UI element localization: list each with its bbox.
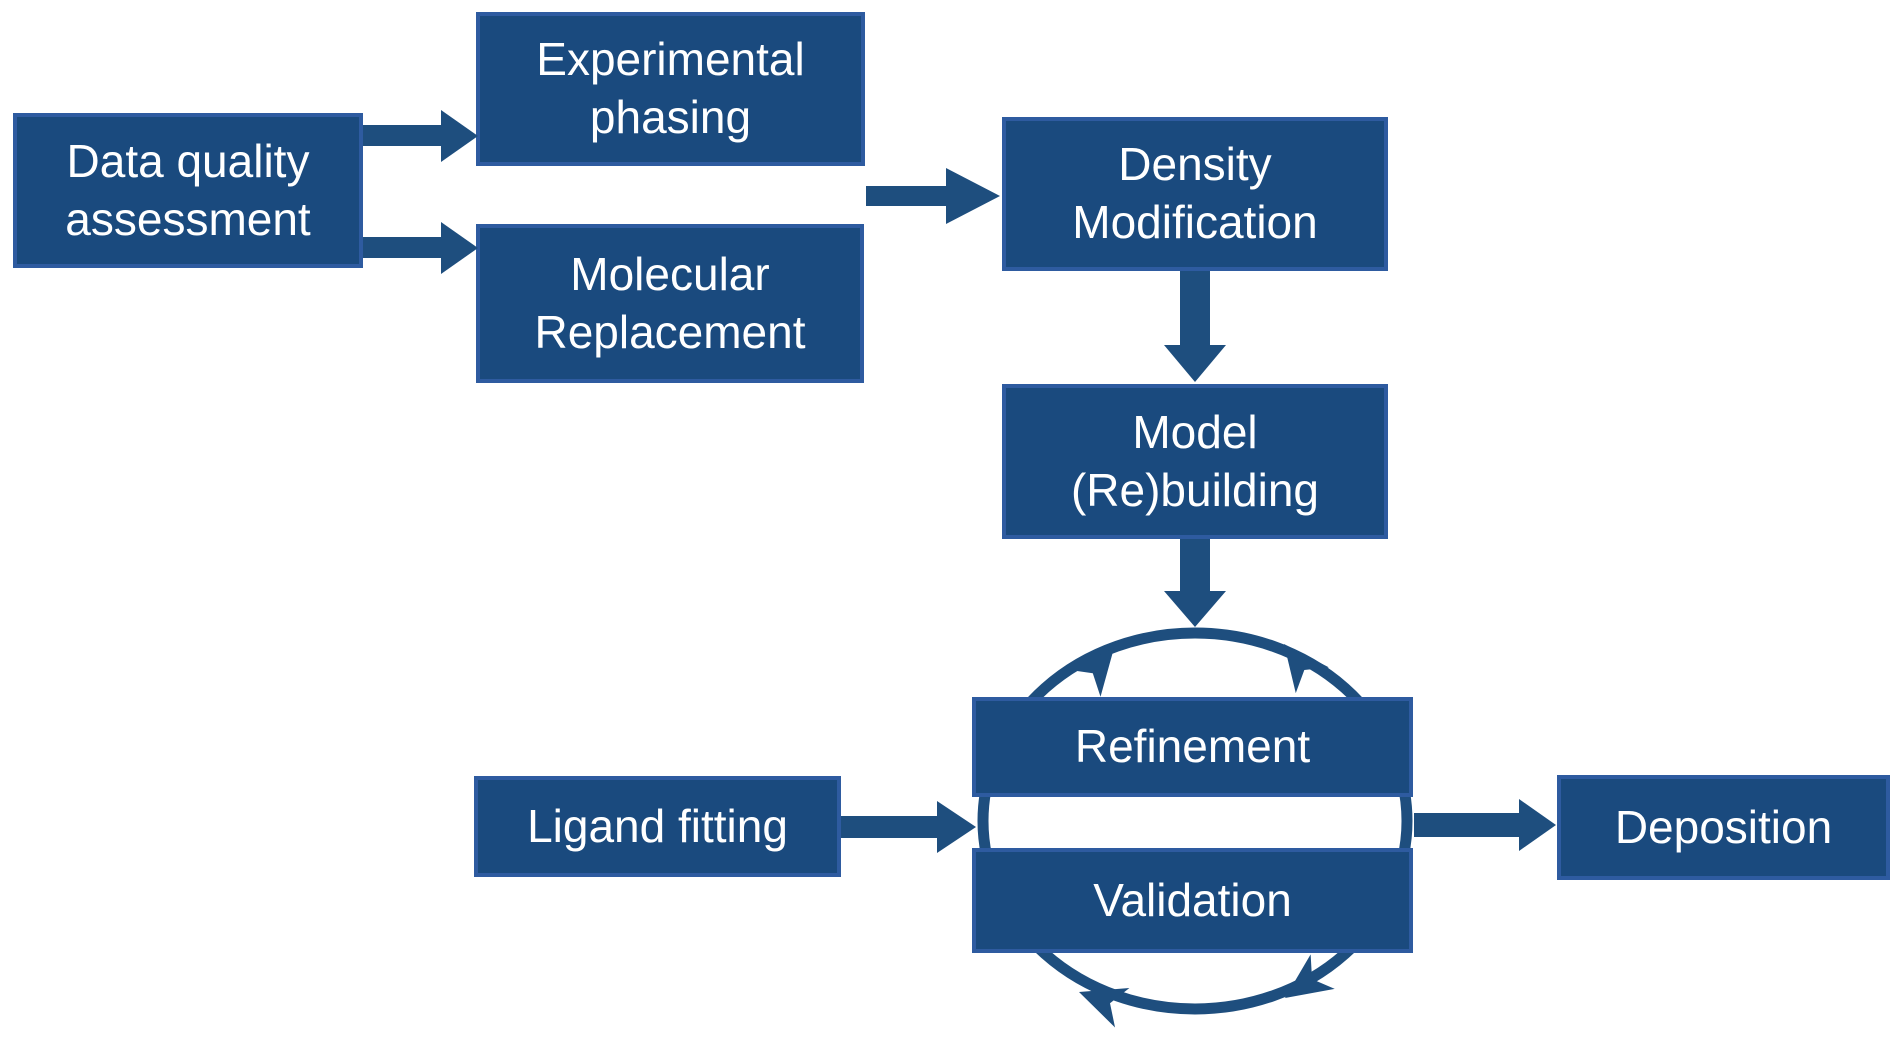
node-label: Model (Re)building (1070, 405, 1319, 516)
cycle-arrowhead-top-left (1068, 648, 1114, 697)
node-validation: Validation (972, 848, 1413, 953)
arrow-model-rebuilding-to-cycle (1164, 539, 1226, 627)
cycle-arrowhead-top-right (1284, 644, 1329, 694)
arrow-data-quality-to-experimental-phasing (363, 110, 478, 162)
node-density-modification: Density Modification (1002, 117, 1388, 271)
node-ligand-fitting: Ligand fitting (474, 776, 841, 877)
node-label: Ligand fitting (527, 799, 788, 852)
cycle-arrowhead-bottom-left (1079, 987, 1130, 1028)
node-experimental-phasing: Experimental phasing (476, 12, 865, 166)
node-label: Experimental phasing (536, 33, 805, 143)
node-label: Data quality assessment (65, 134, 311, 245)
arrow-density-modification-to-model-rebuilding (1164, 271, 1226, 382)
node-model-rebuilding: Model (Re)building (1002, 384, 1388, 539)
arrow-cycle-to-deposition (1414, 799, 1556, 851)
node-label: Refinement (1074, 720, 1311, 773)
arrow-phasing-to-density-modification (866, 168, 1000, 224)
arrow-data-quality-to-molecular-replacement (363, 222, 478, 274)
arrow-ligand-fitting-to-cycle (841, 801, 976, 853)
node-data-quality-assessment: Data quality assessment (13, 113, 363, 268)
node-label: Density Modification (1072, 138, 1318, 248)
node-label: Deposition (1614, 800, 1833, 853)
cycle-arrowhead-bottom-right (1285, 954, 1335, 998)
node-label: Molecular Replacement (534, 247, 806, 358)
node-label: Validation (1093, 873, 1292, 926)
node-refinement: Refinement (972, 697, 1413, 797)
node-molecular-replacement: Molecular Replacement (476, 224, 864, 383)
node-deposition: Deposition (1557, 775, 1890, 880)
